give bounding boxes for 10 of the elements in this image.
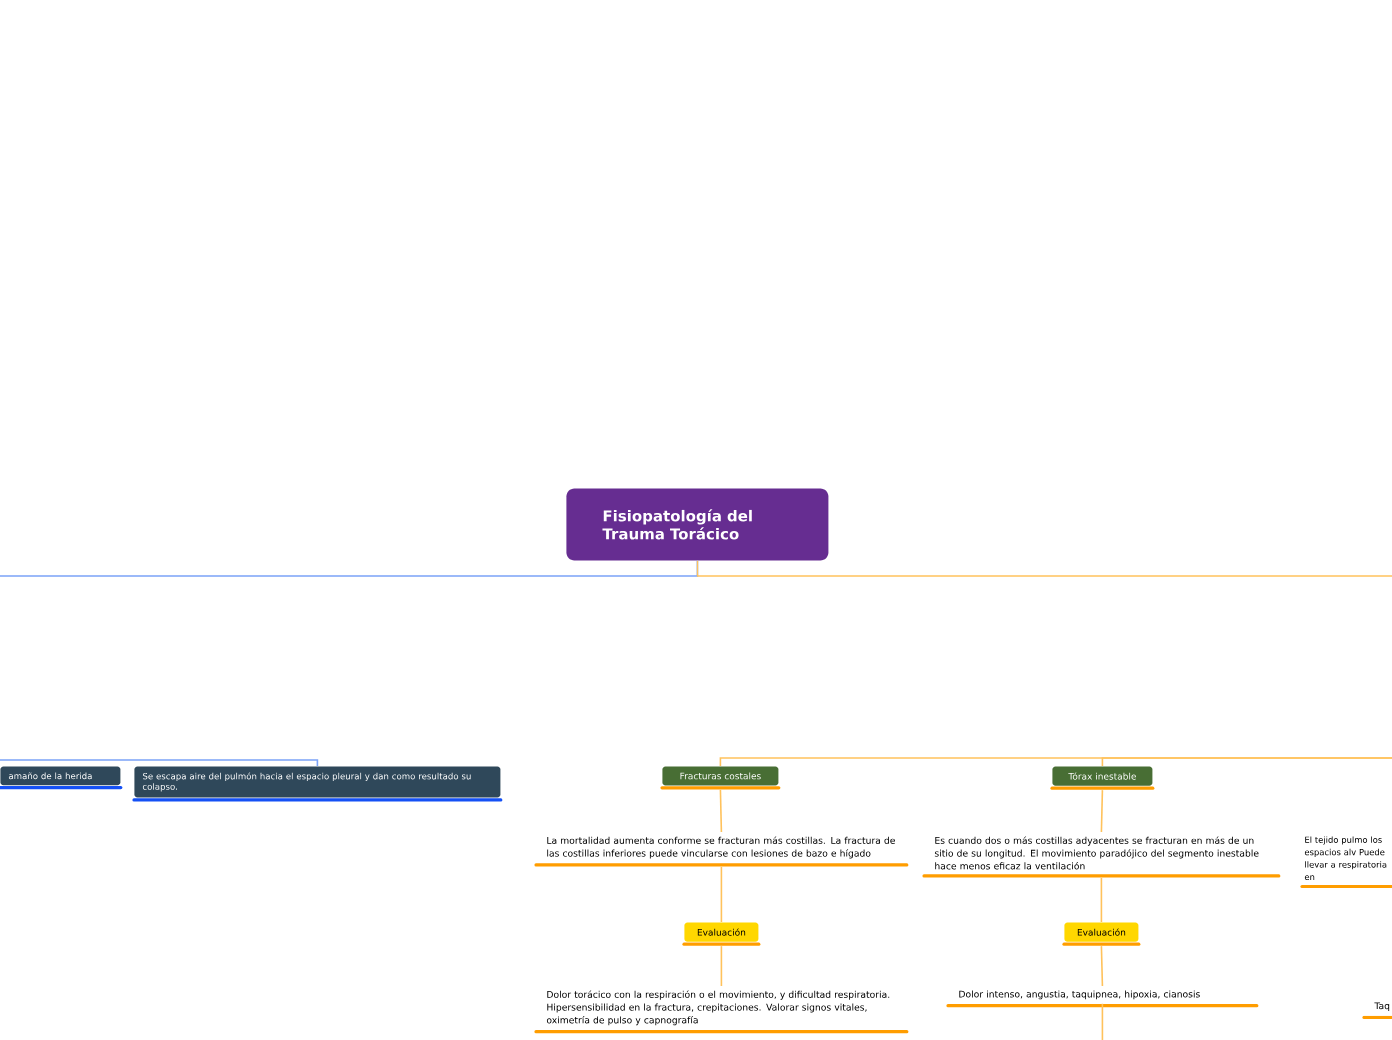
connector-line [696,560,1392,577]
connector-line [1100,789,1104,833]
connector-line [1100,945,1104,987]
connector-line [1101,1002,1104,1040]
connector-line [720,945,723,987]
connector-line [1100,877,1103,923]
connector-line [1101,757,1392,767]
connector-line [720,866,723,923]
connector-line [719,788,723,833]
connector-line [0,759,319,767]
